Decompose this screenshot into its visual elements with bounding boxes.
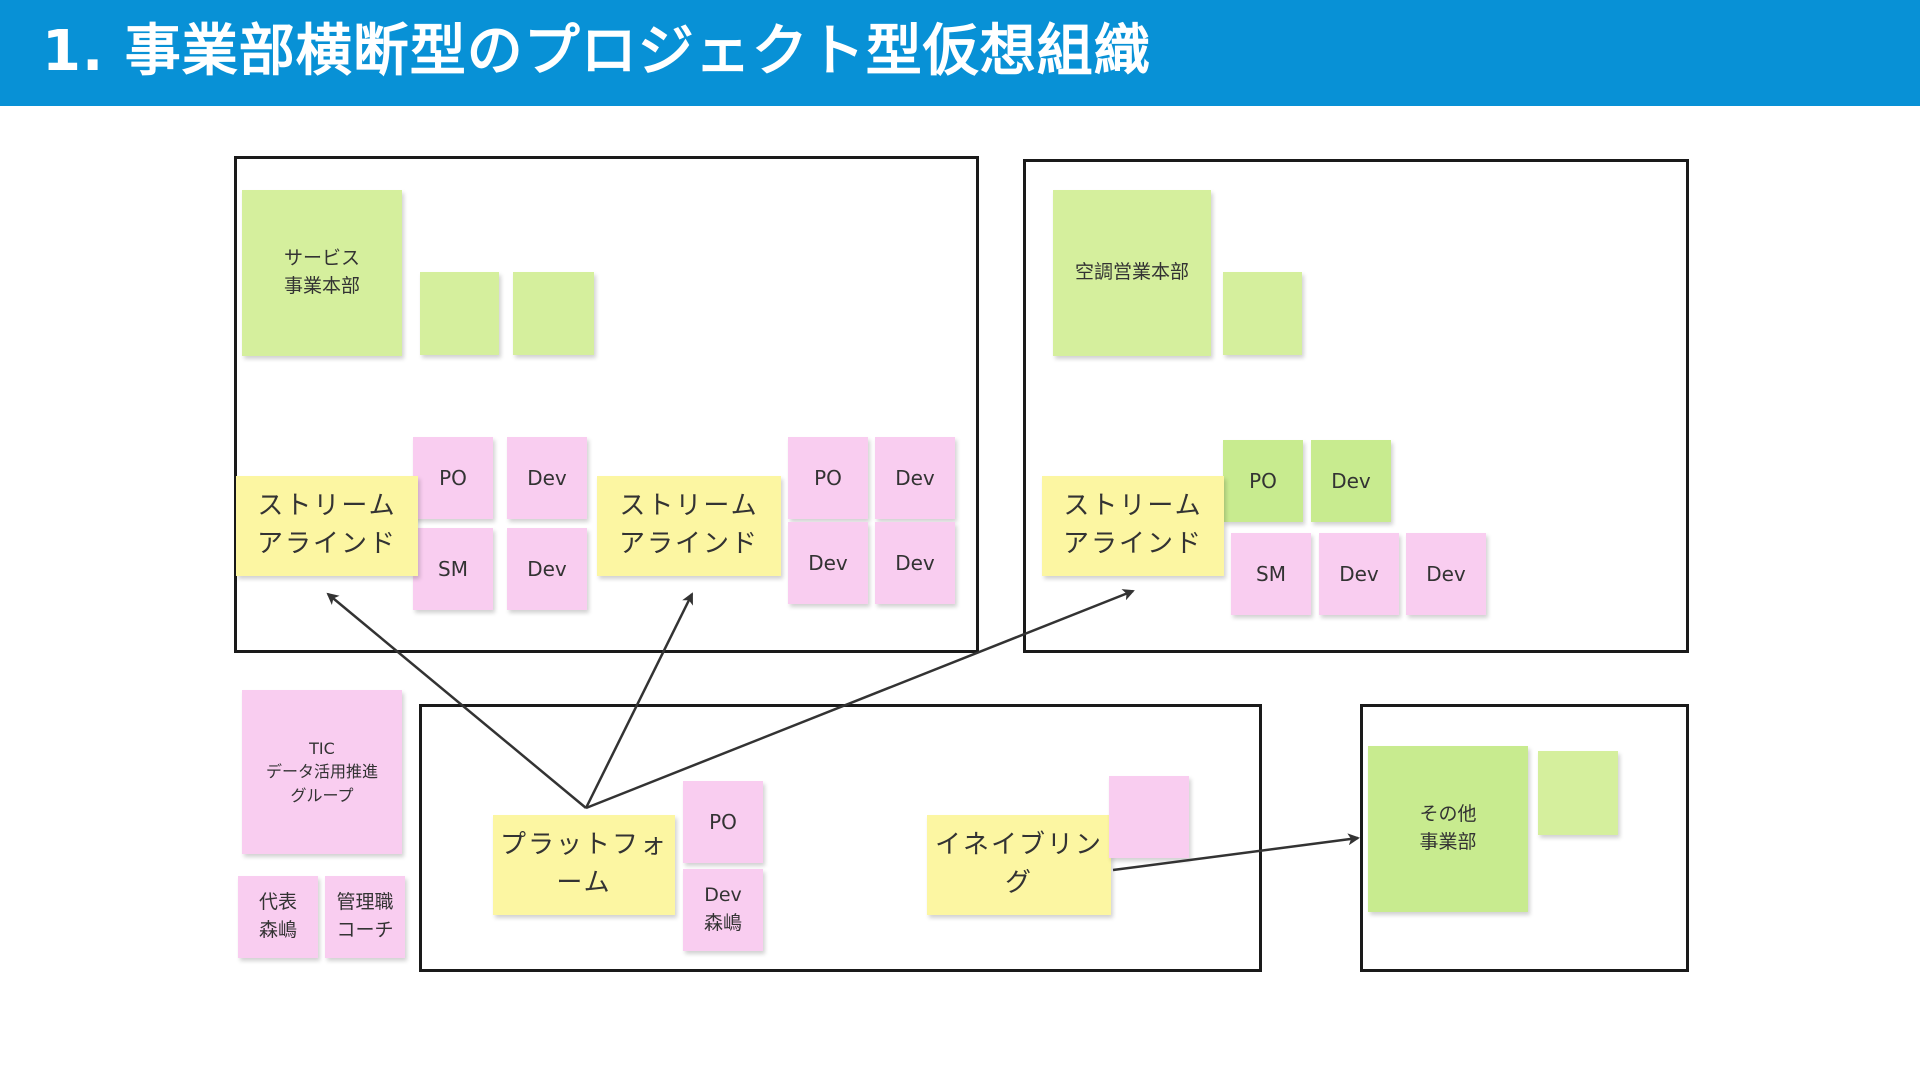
aircon-division-note[interactable]: 空調営業本部 — [1053, 190, 1211, 356]
po-note[interactable]: PO — [788, 437, 868, 519]
stream-aligned-note[interactable]: ストリーム アラインド — [236, 476, 418, 576]
blank-green-note[interactable] — [513, 272, 594, 355]
aircon-division-frame — [1023, 159, 1689, 653]
arrow-platform-to-stream-3 — [585, 589, 1135, 810]
dev-note[interactable]: Dev — [788, 522, 868, 604]
service-division-frame — [234, 156, 979, 653]
arrow-platform-to-stream-1 — [326, 592, 587, 809]
blank-green-note[interactable] — [420, 272, 499, 355]
dev-note[interactable]: Dev — [875, 522, 955, 604]
dev-note[interactable]: Dev — [1311, 440, 1391, 522]
arrow-platform-to-stream-2 — [584, 592, 694, 809]
arrow-enabling-to-other — [1112, 833, 1360, 872]
other-division-frame — [1360, 704, 1689, 972]
manager-coach-note[interactable]: 管理職 コーチ — [325, 876, 405, 958]
dev-note[interactable]: Dev — [1406, 533, 1486, 615]
dev-note[interactable]: Dev — [1319, 533, 1399, 615]
page-title: 1. 事業部横断型のプロジェクト型仮想組織 — [42, 19, 1151, 84]
platform-note[interactable]: プラットフォ ーム — [493, 815, 675, 915]
po-note[interactable]: PO — [683, 781, 763, 863]
dev-note[interactable]: Dev — [875, 437, 955, 519]
tic-group-note[interactable]: TIC データ活用推進 グループ — [242, 690, 402, 854]
sm-note[interactable]: SM — [413, 528, 493, 610]
blank-green-note[interactable] — [1538, 751, 1618, 835]
enabling-note[interactable]: イネイブリン グ — [927, 815, 1111, 915]
dev-note[interactable]: Dev — [507, 437, 587, 519]
po-note[interactable]: PO — [1223, 440, 1303, 522]
sm-note[interactable]: SM — [1231, 533, 1311, 615]
blank-pink-note[interactable] — [1109, 776, 1189, 858]
platform-enabling-frame — [419, 704, 1262, 972]
other-division-note[interactable]: その他 事業部 — [1368, 746, 1528, 912]
representative-note[interactable]: 代表 森嶋 — [238, 876, 318, 958]
po-note[interactable]: PO — [413, 437, 493, 519]
stream-aligned-note[interactable]: ストリーム アラインド — [1042, 476, 1224, 576]
title-bar: 1. 事業部横断型のプロジェクト型仮想組織 — [0, 0, 1920, 106]
dev-note[interactable]: Dev — [507, 528, 587, 610]
stream-aligned-note[interactable]: ストリーム アラインド — [597, 476, 781, 576]
service-division-note[interactable]: サービス 事業本部 — [242, 190, 402, 356]
dev-morishima-note[interactable]: Dev 森嶋 — [683, 869, 763, 951]
blank-green-note[interactable] — [1223, 272, 1302, 355]
